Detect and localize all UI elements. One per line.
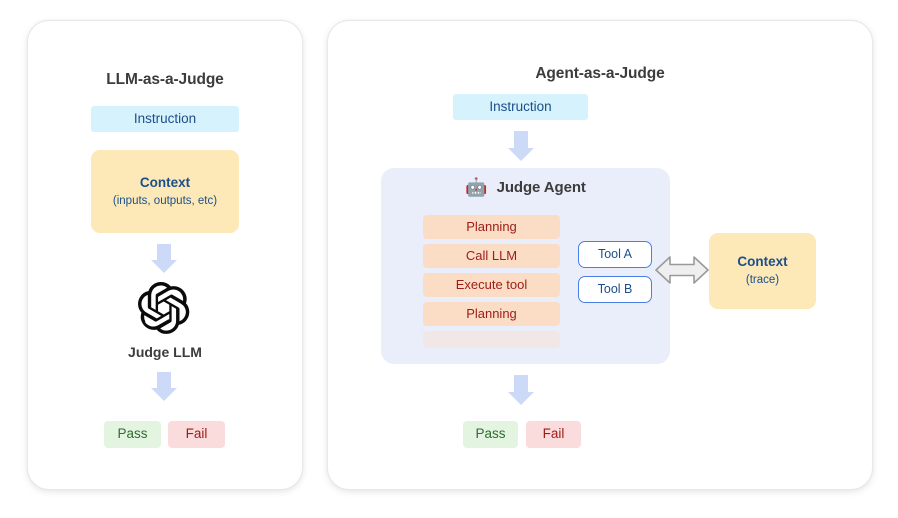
agent-step-3-label: Execute tool	[455, 276, 528, 292]
agent-step-4-label: Planning	[466, 305, 517, 321]
agent-step-4: Planning	[423, 302, 560, 326]
openai-logo-icon	[138, 282, 190, 334]
node-instruction-left: Instruction	[91, 106, 239, 132]
node-instruction-right-label: Instruction	[489, 98, 552, 114]
tool-a-box: Tool A	[578, 241, 652, 268]
agent-step-5-faded	[423, 331, 560, 348]
judge-agent-header: 🤖 Judge Agent	[381, 178, 670, 196]
panel-title-llm-as-a-judge: LLM-as-a-Judge	[106, 71, 224, 88]
node-context-trace-sublabel: (trace)	[745, 274, 780, 287]
node-judge-llm-label: Judge LLM	[128, 344, 202, 360]
agent-step-1-label: Planning	[466, 218, 517, 234]
node-context-left: Context (inputs, outputs, etc)	[91, 150, 239, 233]
node-context-left-sublabel: (inputs, outputs, etc)	[112, 194, 218, 207]
node-context-trace-label: Context	[737, 254, 788, 270]
verdict-fail-left: Fail	[168, 421, 225, 448]
bidirectional-arrow-icon	[655, 256, 709, 284]
tool-b-box: Tool B	[578, 276, 652, 303]
node-instruction-left-label: Instruction	[133, 110, 197, 126]
verdict-fail-right: Fail	[526, 421, 581, 448]
panel-title-agent-as-a-judge: Agent-as-a-Judge	[535, 65, 665, 82]
verdict-pass-right: Pass	[463, 421, 518, 448]
node-context-trace: Context (trace)	[709, 233, 816, 309]
verdict-pass-left: Pass	[104, 421, 161, 448]
agent-step-3: Execute tool	[423, 273, 560, 297]
verdict-fail-left-label: Fail	[185, 426, 208, 442]
verdict-pass-right-label: Pass	[475, 426, 506, 442]
verdict-pass-left-label: Pass	[117, 426, 148, 442]
judge-agent-label: Judge Agent	[496, 178, 586, 196]
node-context-left-label: Context	[139, 174, 191, 190]
agent-step-2-label: Call LLM	[465, 247, 518, 263]
agent-step-1: Planning	[423, 215, 560, 239]
robot-icon: 🤖	[465, 177, 488, 197]
tool-b-label: Tool B	[597, 281, 633, 296]
verdict-fail-right-label: Fail	[542, 426, 565, 442]
tool-a-label: Tool A	[597, 246, 633, 261]
agent-step-2: Call LLM	[423, 244, 560, 268]
node-instruction-right: Instruction	[453, 94, 588, 120]
